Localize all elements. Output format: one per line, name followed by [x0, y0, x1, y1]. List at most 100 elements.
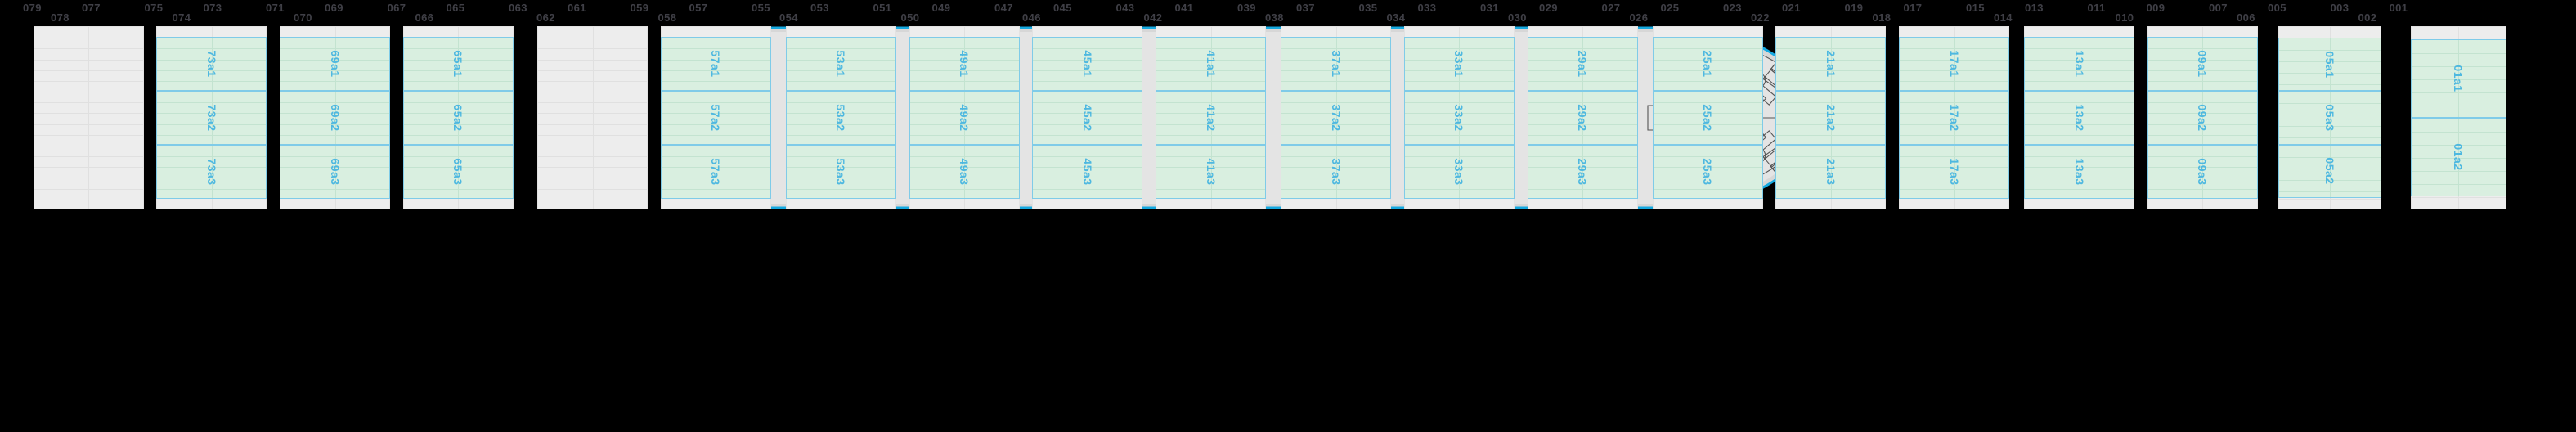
stow-tier[interactable]: 17a2 [1899, 91, 2009, 145]
tier-centerline [1459, 145, 1461, 198]
tier-label: 53a3 [834, 158, 848, 186]
stow-tier[interactable]: 29a3 [1527, 144, 1638, 199]
stow-tier[interactable]: 37a2 [1281, 91, 1391, 145]
stow-tier[interactable]: 21a1 [1775, 37, 1887, 92]
stow-tier[interactable]: 17a1 [1899, 37, 2009, 92]
stow-tier[interactable]: 01a1 [2410, 39, 2506, 118]
stow-tier[interactable]: 69a2 [280, 91, 390, 145]
bay-number-odd: 071 [266, 2, 285, 14]
stow-tier[interactable]: 13a3 [2024, 144, 2134, 199]
stow-tier[interactable]: 49a2 [909, 91, 1020, 145]
stow-tier[interactable]: 25a1 [1652, 37, 1763, 92]
tier-label: 09a1 [2196, 50, 2210, 78]
stow-tier[interactable]: 17a3 [1899, 144, 2009, 199]
stow-tier[interactable]: 21a3 [1775, 144, 1887, 199]
stow-tier[interactable]: 33a2 [1403, 91, 1515, 145]
stow-tier[interactable]: 53a1 [785, 37, 896, 92]
stow-tier[interactable]: 49a1 [909, 37, 1020, 92]
stow-tier[interactable]: 53a3 [785, 144, 896, 199]
bay-number-odd: 047 [994, 2, 1013, 14]
stow-tier[interactable]: 21a2 [1775, 91, 1887, 145]
stow-tier[interactable]: 65a1 [402, 37, 514, 92]
tier-centerline [1954, 92, 1955, 144]
stow-tier[interactable]: 33a3 [1403, 144, 1515, 199]
stow-tier[interactable]: 37a1 [1281, 37, 1391, 92]
stow-tier[interactable]: 73a3 [156, 144, 267, 199]
stow-tier[interactable]: 45a3 [1032, 144, 1143, 199]
tier-centerline [1335, 38, 1337, 91]
tier-centerline [1954, 145, 1955, 198]
bay-number-odd: 033 [1417, 2, 1437, 14]
stow-tier[interactable]: 13a2 [2024, 91, 2134, 145]
stow-tier[interactable]: 69a1 [280, 37, 390, 92]
stow-tier[interactable]: 05a3 [2278, 91, 2381, 145]
bay-number-odd: 037 [1296, 2, 1315, 14]
stow-tier[interactable]: 13a1 [2024, 37, 2134, 92]
stow-tier[interactable]: 69a3 [280, 144, 390, 199]
tier-label: 25a3 [1701, 158, 1714, 186]
stow-tier[interactable]: 45a2 [1032, 91, 1143, 145]
bay-73a[interactable]: 73a1 73a2 73a3 [156, 26, 267, 209]
tier-centerline [964, 92, 965, 144]
stow-tier[interactable]: 41a3 [1156, 144, 1266, 199]
tier-centerline [334, 145, 336, 198]
stow-tier[interactable]: 41a1 [1156, 37, 1266, 92]
tier-centerline [1210, 38, 1212, 91]
stow-tier[interactable]: 49a3 [909, 144, 1020, 199]
tier-label: 13a2 [2072, 104, 2086, 132]
tier-label: 73a2 [204, 104, 218, 132]
stow-tier[interactable]: 05a1 [2278, 38, 2381, 92]
stow-tier[interactable]: 33a1 [1403, 37, 1515, 92]
stow-tier[interactable]: 25a3 [1652, 144, 1763, 199]
tier-centerline [964, 38, 965, 91]
stow-tier[interactable]: 45a1 [1032, 37, 1143, 92]
stow-tier[interactable]: 09a2 [2147, 91, 2258, 145]
stow-tier[interactable]: 05a2 [2278, 144, 2381, 198]
tier-centerline [458, 92, 460, 144]
bay-number-odd: 057 [689, 2, 708, 14]
bay-empty-stern-1[interactable] [33, 26, 144, 209]
stow-tier[interactable]: 09a1 [2147, 37, 2258, 92]
bay-number-odd: 059 [630, 2, 649, 14]
bay-empty-mid[interactable] [537, 26, 648, 209]
bay-number-even: 038 [1265, 11, 1284, 24]
stow-tier[interactable]: 57a1 [660, 37, 771, 92]
stow-tier[interactable]: 65a3 [402, 144, 514, 199]
bay-25a[interactable]: 25a1 25a2 25a3 [1652, 26, 1763, 209]
stow-tier[interactable]: 57a3 [660, 144, 771, 199]
stow-tier[interactable]: 73a2 [156, 91, 267, 145]
bay-number-odd: 039 [1237, 2, 1256, 14]
bay-13a[interactable]: 13a1 13a2 13a3 [2024, 26, 2134, 209]
stow-tier[interactable]: 29a2 [1527, 91, 1638, 145]
bay-number-odd: 013 [2025, 2, 2044, 14]
stow-tier[interactable]: 53a2 [785, 91, 896, 145]
tier-centerline [1830, 145, 1832, 198]
stow-tier[interactable]: 65a2 [402, 91, 514, 145]
stow-tier[interactable]: 57a2 [660, 91, 771, 145]
stow-tier[interactable]: 37a3 [1281, 144, 1391, 199]
tier-label: 25a2 [1701, 104, 1714, 132]
bay-number-even: 074 [172, 11, 191, 24]
tier-label: 29a3 [1576, 158, 1589, 186]
stow-tier[interactable]: 09a3 [2147, 144, 2258, 199]
stow-tier[interactable]: 73a1 [156, 37, 267, 92]
stow-tier[interactable]: 01a2 [2410, 118, 2506, 196]
stow-tier[interactable]: 29a1 [1527, 37, 1638, 92]
stow-tier[interactable]: 41a2 [1156, 91, 1266, 145]
stow-tier[interactable]: 25a2 [1652, 91, 1763, 145]
